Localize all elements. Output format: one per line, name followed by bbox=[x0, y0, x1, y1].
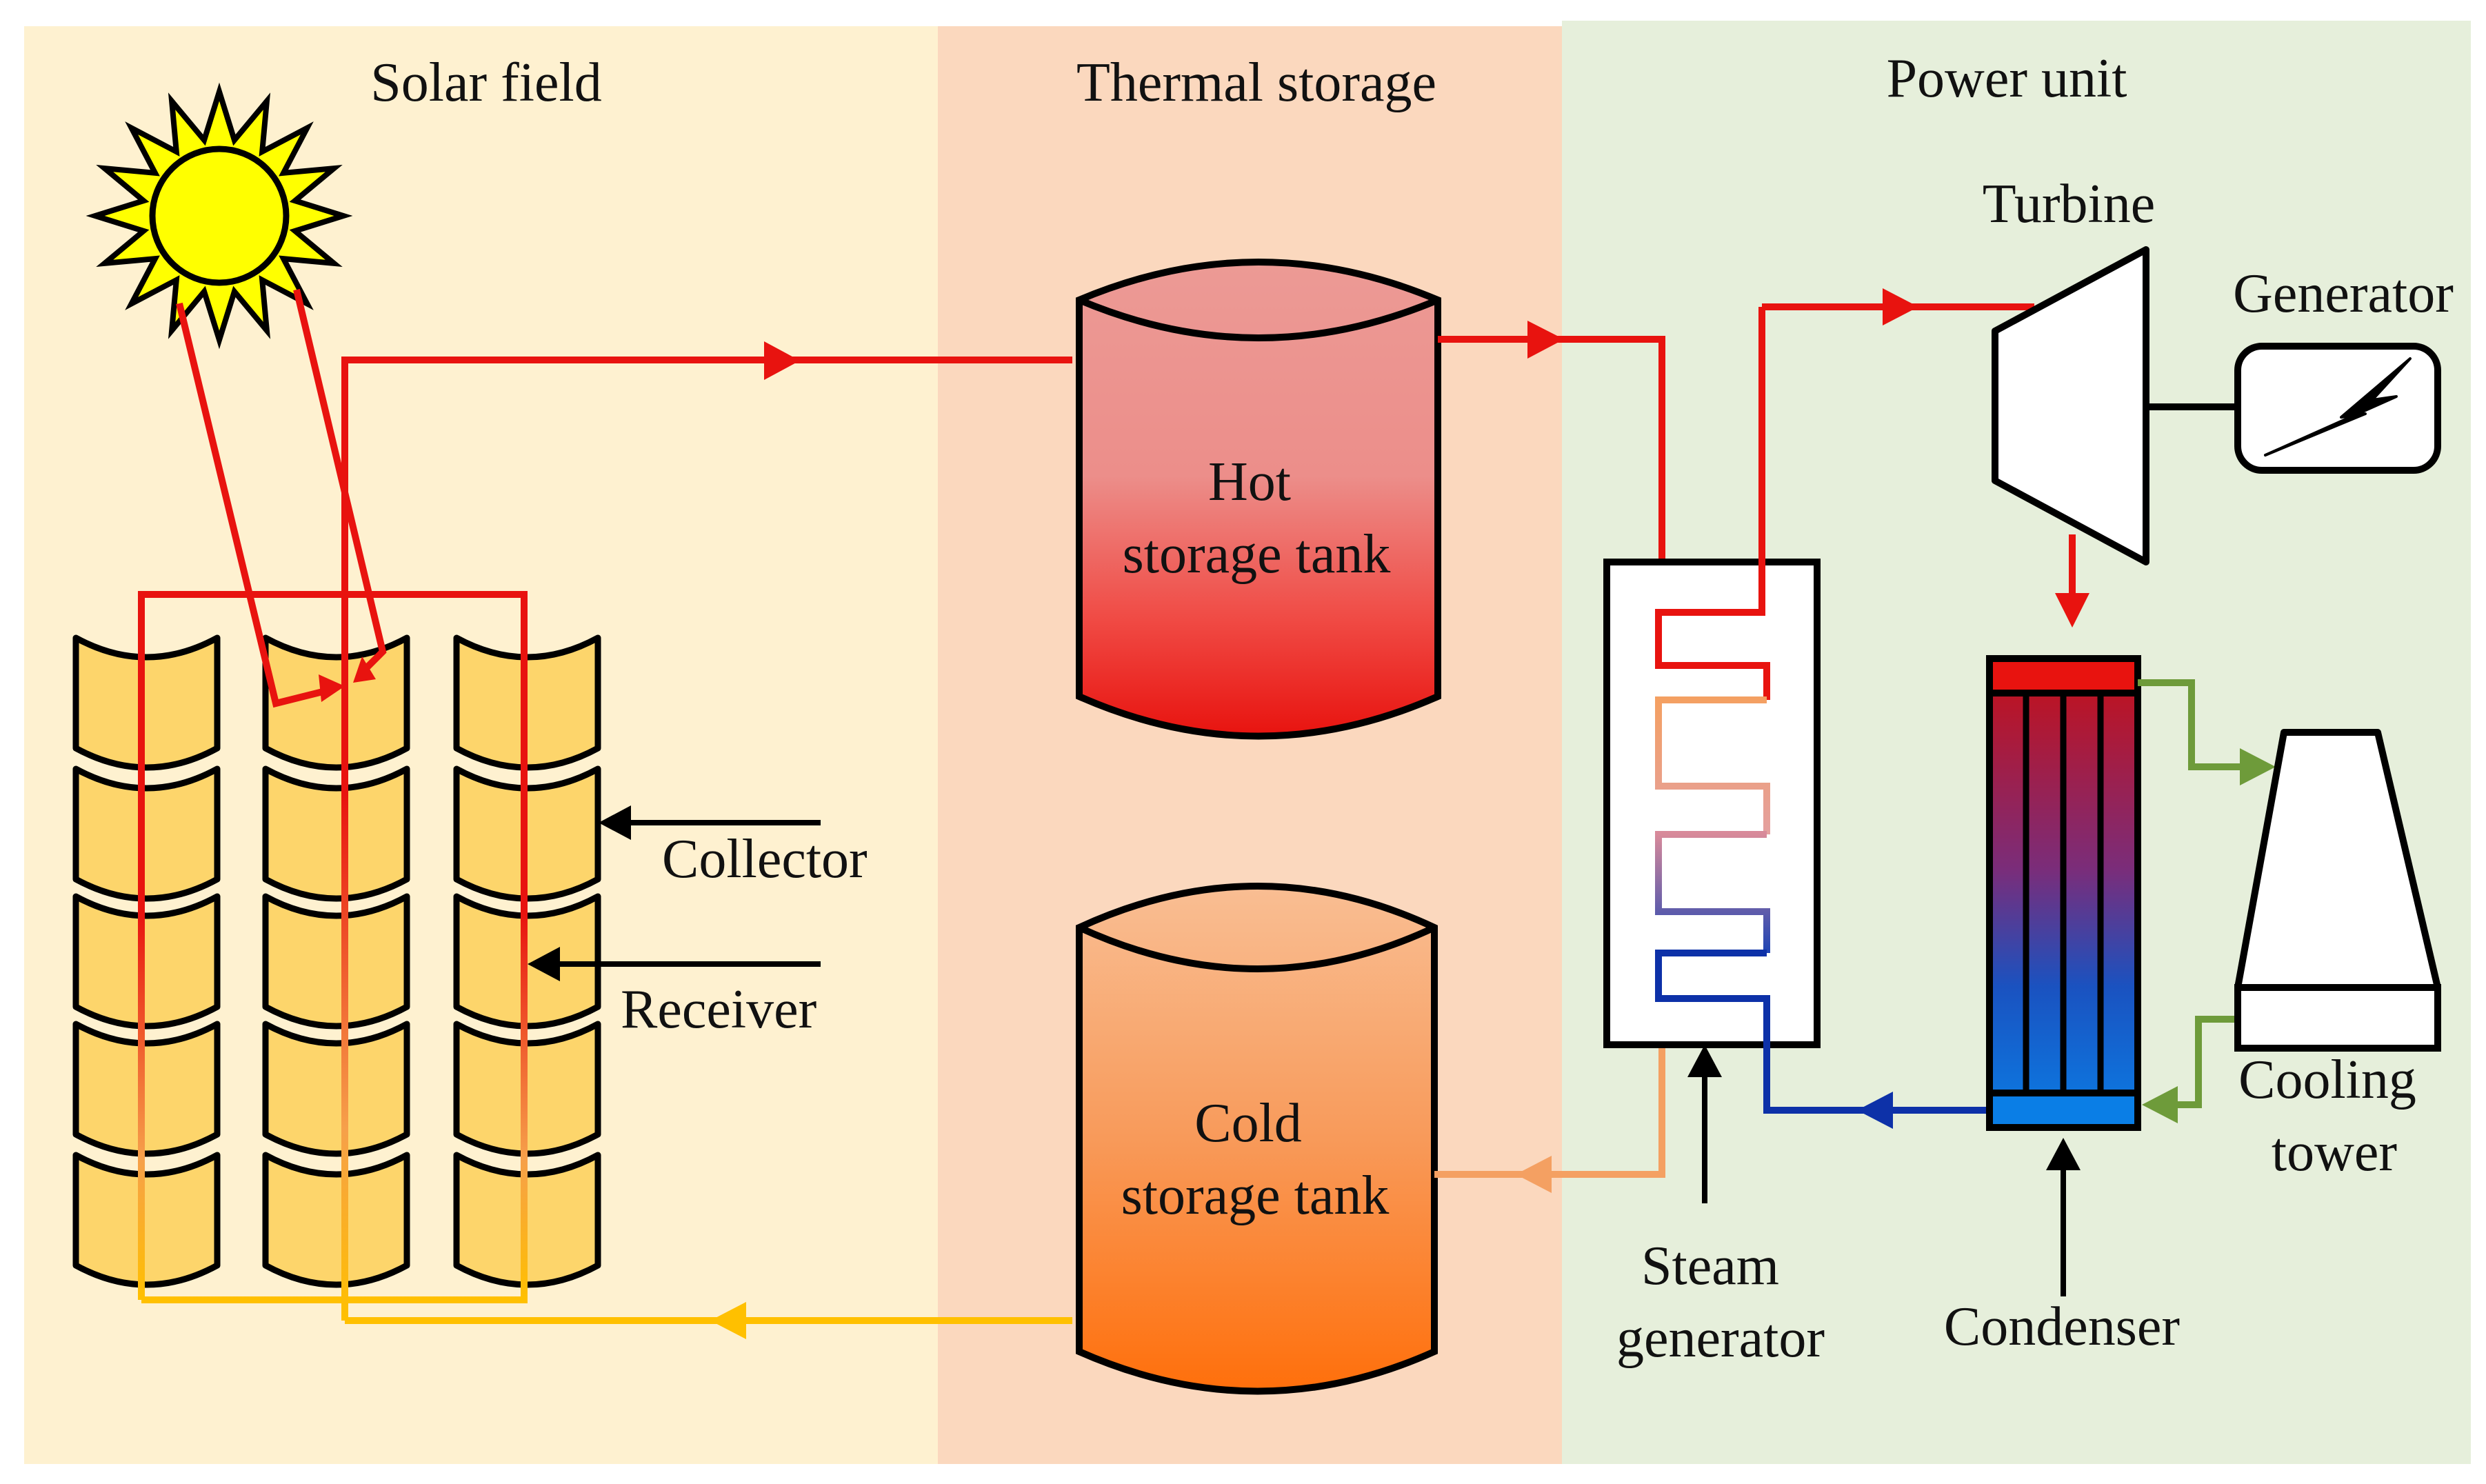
turbine-label: Turbine bbox=[1983, 174, 2155, 234]
exhaust-flow-arrow bbox=[2055, 593, 2089, 628]
solar-field-piping bbox=[138, 357, 1072, 1324]
collector-panel bbox=[72, 765, 221, 902]
collector-pointer bbox=[599, 805, 821, 840]
turbine bbox=[1992, 246, 2149, 565]
condenser-pointer bbox=[2046, 1138, 2081, 1296]
thermal-storage-title: Thermal storage bbox=[1076, 52, 1436, 113]
collector-panel bbox=[262, 765, 410, 902]
condenser-label: Condenser bbox=[1944, 1296, 2180, 1357]
cooling-water-out bbox=[2138, 679, 2254, 770]
cold-storage-tank bbox=[1076, 883, 1438, 1395]
cooling-tower bbox=[2234, 729, 2441, 1052]
cooling-tower-label-line-2: tower bbox=[2272, 1122, 2397, 1183]
collector-panel bbox=[72, 634, 221, 771]
collector-panel bbox=[262, 1021, 410, 1157]
cooling-tower-label: Cooling tower bbox=[2238, 1050, 2430, 1183]
hot-tank-label-line-1: Hot bbox=[1208, 452, 1291, 512]
power-unit-title: Power unit bbox=[1887, 48, 2127, 109]
collector-panel bbox=[262, 1152, 410, 1288]
warm-salt-return-line bbox=[1434, 1045, 1665, 1178]
solar-field-title: Solar field bbox=[370, 52, 601, 113]
hot-storage-tank bbox=[1076, 259, 1441, 740]
warm-flow-arrow bbox=[1516, 1156, 1552, 1193]
collector-panel bbox=[262, 634, 410, 771]
receiver-pointer bbox=[528, 947, 821, 981]
steam-flow-arrow bbox=[1883, 288, 1918, 325]
steam-generator bbox=[1603, 559, 1821, 1048]
lightning-icon bbox=[2264, 357, 2412, 457]
ray-arrowhead-2 bbox=[353, 656, 376, 683]
hot-flow-arrow-2 bbox=[1527, 321, 1564, 359]
generator-label: Generator bbox=[2233, 263, 2454, 324]
steam-generator-coil bbox=[1655, 307, 1993, 1114]
collector-panel bbox=[72, 1021, 221, 1157]
collector-panel bbox=[262, 893, 410, 1030]
ray-arrowhead-1 bbox=[319, 674, 345, 702]
steam-generator-label-line-1: Steam bbox=[1641, 1236, 1779, 1296]
cooling-tower-label-line-1: Cooling bbox=[2238, 1050, 2416, 1110]
cooling-flow-arrow-1 bbox=[2240, 748, 2276, 785]
cold-flow-arrow-1 bbox=[710, 1302, 746, 1339]
condenser bbox=[1986, 655, 2141, 1131]
water-flow-arrow bbox=[1857, 1092, 1893, 1129]
steam-generator-label-line-2: generator bbox=[1616, 1308, 1825, 1369]
cold-tank-label: Cold storage tank bbox=[1121, 1093, 1390, 1226]
cooling-water-return bbox=[2165, 1016, 2238, 1108]
receiver-label: Receiver bbox=[621, 979, 816, 1040]
collector-panel bbox=[72, 1152, 221, 1288]
steam-generator-pointer bbox=[1687, 1045, 1722, 1203]
cold-tank-label-line-2: storage tank bbox=[1121, 1165, 1390, 1226]
hot-tank-label: Hot storage tank bbox=[1123, 452, 1391, 585]
generator bbox=[2234, 343, 2441, 474]
cooling-flow-arrow-2 bbox=[2142, 1086, 2178, 1123]
collector-array bbox=[72, 634, 601, 1288]
collector-label: Collector bbox=[662, 829, 868, 890]
sunlight-rays bbox=[176, 288, 387, 708]
sun-icon bbox=[86, 82, 353, 350]
hot-salt-line bbox=[1438, 336, 1665, 562]
collector-panel bbox=[72, 893, 221, 1030]
hot-tank-label-line-2: storage tank bbox=[1123, 524, 1391, 585]
hot-flow-arrow-1 bbox=[764, 341, 800, 380]
steam-generator-label: Steam generator bbox=[1616, 1236, 1825, 1369]
cold-tank-label-line-1: Cold bbox=[1194, 1093, 1302, 1154]
